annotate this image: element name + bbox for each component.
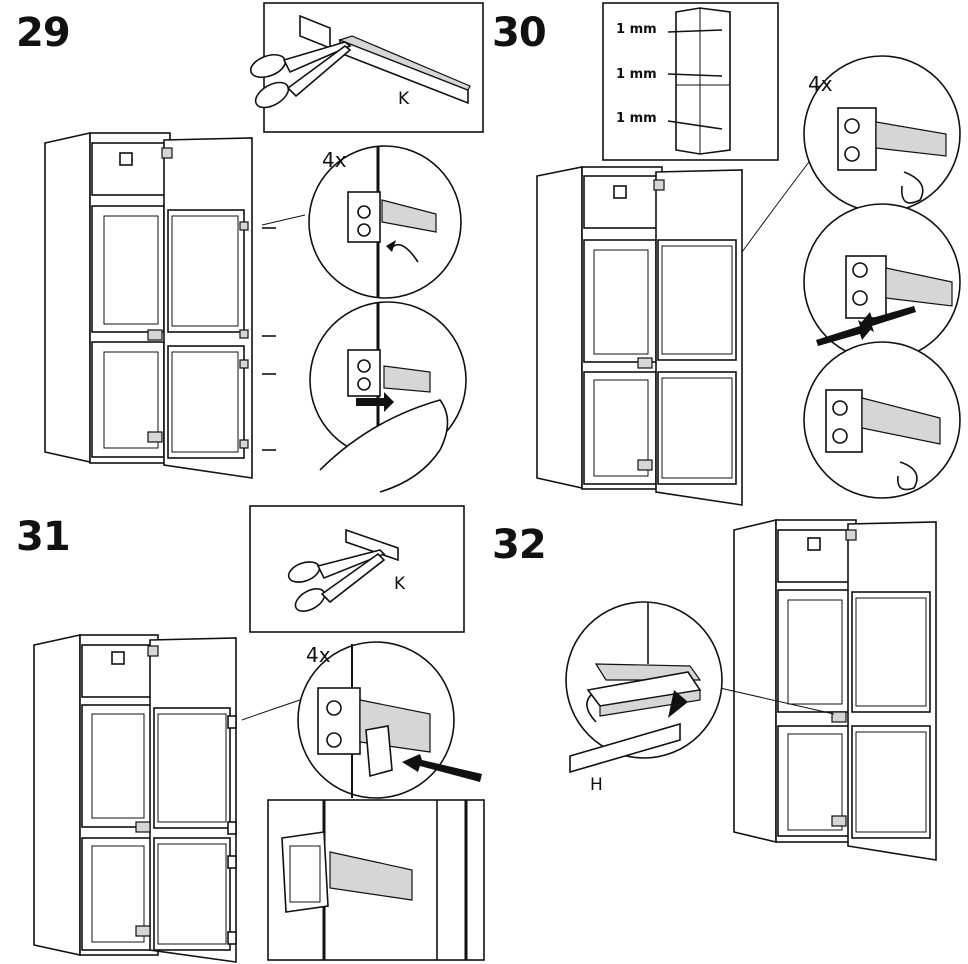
fridge-cabinet-32 — [719, 518, 937, 861]
gap-label-middle: 1 mm — [616, 67, 657, 82]
detail-circle-32 — [565, 601, 723, 774]
scissors-icon — [249, 41, 352, 109]
fridge-cabinet-30 — [536, 157, 813, 506]
detail-circle-30-top — [803, 55, 961, 213]
detail-circle-31 — [297, 641, 482, 799]
gap-label-bottom: 1 mm — [616, 111, 657, 126]
step-31-detail-inset — [267, 799, 485, 961]
gap-arrows — [667, 29, 723, 130]
step-number-30: 30 — [492, 10, 547, 56]
step-31-cut-strip-inset — [249, 505, 465, 633]
step-number-32: 32 — [492, 522, 547, 568]
step-30-gap-inset — [602, 2, 779, 161]
fridge-cabinet-29 — [44, 132, 306, 479]
detail-circle-29-bottom — [309, 301, 467, 493]
quantity-label-30: 4x — [808, 72, 833, 96]
detail-circle-30-middle — [803, 203, 961, 361]
step-29-cut-strip-inset — [249, 2, 484, 133]
gap-label-top: 1 mm — [616, 22, 657, 37]
part-label-k-29: K — [398, 89, 410, 109]
part-label-h: H — [590, 775, 603, 795]
quantity-label-31: 4x — [306, 643, 331, 667]
detail-circle-29-top — [308, 145, 462, 299]
scissors-icon — [287, 549, 386, 612]
part-label-k-31: K — [394, 574, 406, 594]
step-number-29: 29 — [16, 10, 71, 56]
step-number-31: 31 — [16, 514, 71, 560]
fridge-cabinet-31 — [33, 634, 301, 963]
quantity-label-29: 4x — [322, 148, 347, 172]
detail-circle-30-bottom — [803, 341, 961, 499]
